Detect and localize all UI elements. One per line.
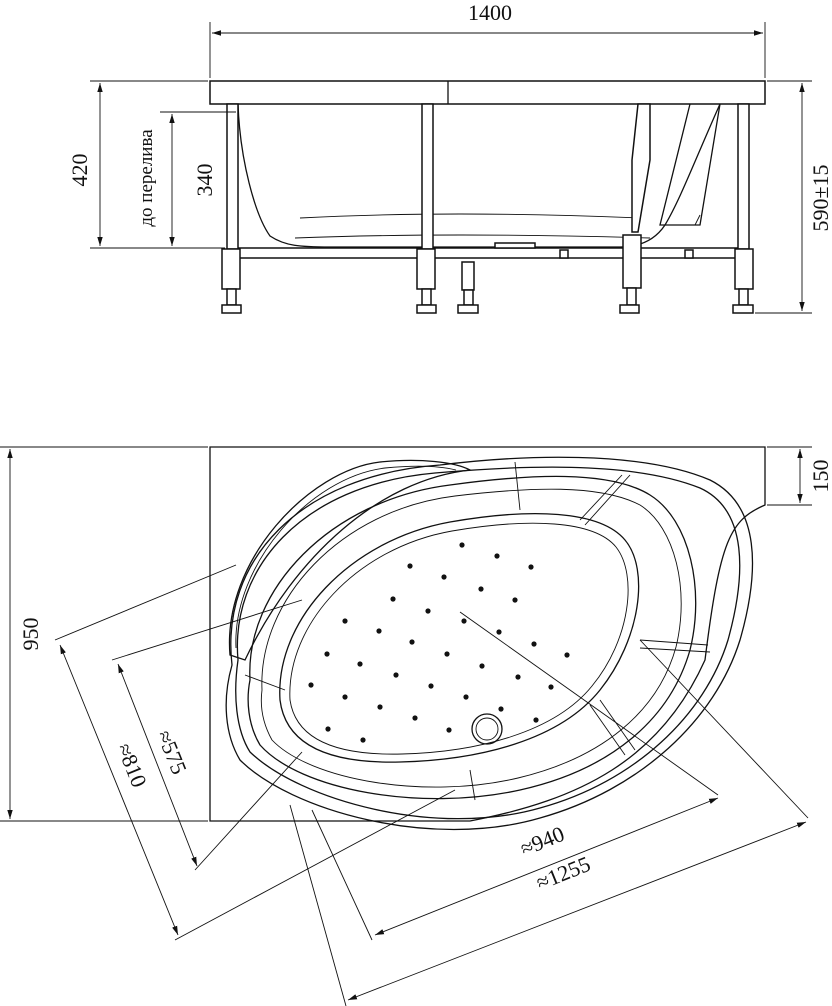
dim-outer-length-1255: ≈1255: [533, 851, 594, 895]
frame-beam: [227, 247, 749, 259]
dim-width-1400: 1400: [468, 0, 512, 25]
tub-outer-outline: [225, 456, 754, 831]
overflow-note: до перелива: [136, 129, 157, 227]
tub-body: [237, 103, 721, 248]
dim-inner-length-940: ≈940: [517, 821, 568, 861]
headrest: [228, 459, 473, 661]
tub-bowl: [279, 513, 640, 763]
dim-total-height-590: 590±15: [808, 164, 832, 231]
top-view: 950 150 ≈575 ≈810 ≈940 ≈1255: [0, 446, 832, 1006]
air-jets: [308, 542, 570, 743]
side-view: 1400 420 до перелива 340 590±15: [67, 0, 832, 314]
drain: [471, 713, 503, 745]
dim-depth-340: 340: [192, 164, 217, 197]
dim-corner-150: 150: [808, 460, 832, 493]
support-legs: [221, 103, 754, 314]
dim-outer-diag-810: ≈810: [112, 740, 152, 791]
dim-top-height-950: 950: [18, 618, 43, 651]
tub-shelf: [247, 475, 697, 800]
tub-rim: [209, 80, 766, 105]
dim-height-420: 420: [67, 154, 92, 187]
dim-inner-diag-575: ≈575: [152, 727, 192, 778]
